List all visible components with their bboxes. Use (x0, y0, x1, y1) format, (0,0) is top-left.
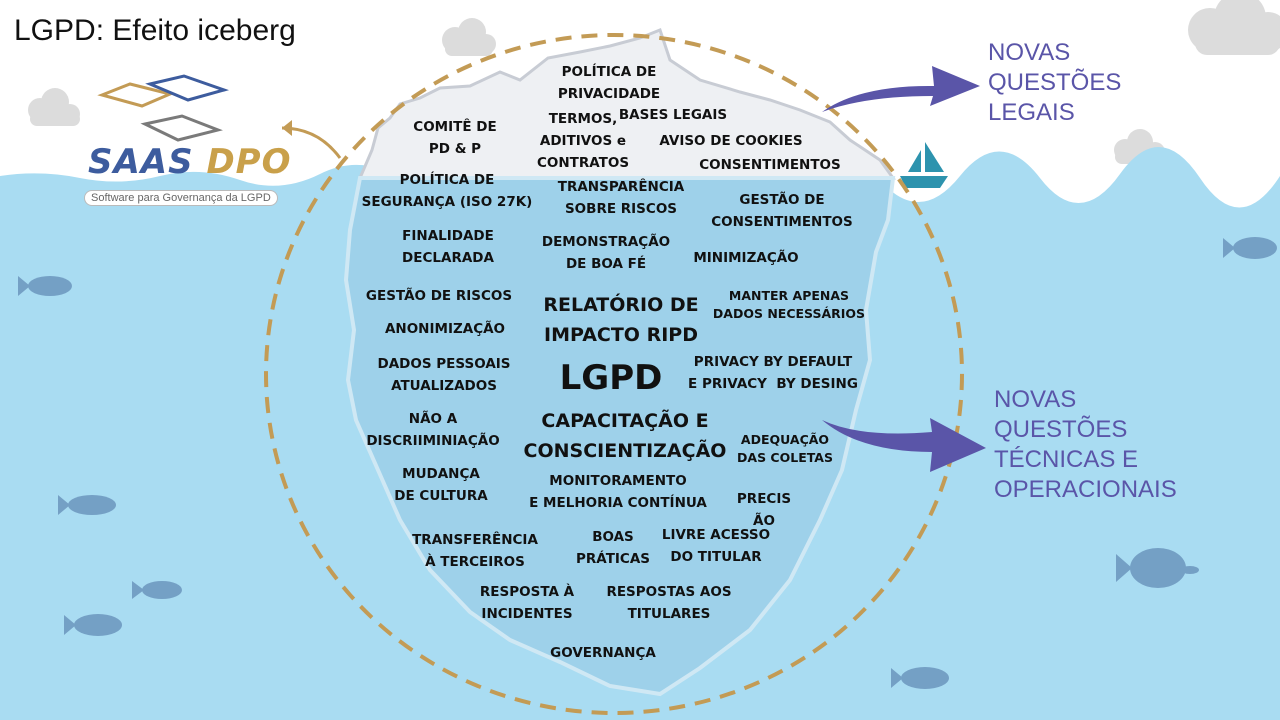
iceberg-item-respostas-titulares: RESPOSTAS AOS TITULARES (606, 584, 732, 622)
iceberg-item-boas-praticas: BOAS PRÁTICAS (576, 529, 650, 567)
iceberg-item-transferencia: TRANSFERÊNCIA À TERCEIROS (412, 532, 538, 570)
iceberg-item-nao-discriminacao: NÃO A DISCRIIMINIAÇÃO (366, 411, 500, 449)
arrow-legal-icon (822, 66, 980, 112)
iceberg-item-politica-seguranca: POLÍTICA DE SEGURANÇA (ISO 27K) (361, 172, 533, 210)
fish-icon (1116, 548, 1186, 588)
iceberg-item-minimizacao: MINIMIZAÇÃO (693, 250, 799, 266)
logo-word-dpo: DPO (206, 142, 292, 182)
iceberg-item-capacitacao: CAPACITAÇÃO E CONSCIENTIZAÇÃO (523, 410, 727, 462)
iceberg-item-bases-legais: BASES LEGAIS (618, 107, 728, 123)
iceberg-item-resposta-incidentes: RESPOSTA À INCIDENTES (479, 584, 575, 622)
iceberg-item-adequacao-coletas: ADEQUAÇÃO DAS COLETAS (737, 432, 833, 465)
iceberg-item-demonstracao: DEMONSTRAÇÃO DE BOA FÉ (541, 234, 671, 272)
iceberg-item-mudanca-cultura: MUDANÇA DE CULTURA (394, 466, 488, 504)
iceberg-item-gestao-consentimentos: GESTÃO DE CONSENTIMENTOS (711, 192, 853, 230)
iceberg-item-aviso-cookies: AVISO DE COOKIES (659, 133, 803, 149)
fish-icon (1177, 566, 1199, 574)
saas-dpo-logo: SAAS DPO Software para Governança da LGP… (80, 78, 290, 213)
fish-icon (58, 495, 116, 515)
iceberg-item-manter-dados: MANTER APENAS DADOS NECESSÁRIOS (712, 288, 866, 321)
iceberg-item-livre-acesso: LIVRE ACESSO DO TITULAR (661, 527, 771, 565)
iceberg-item-privacy-by-default: PRIVACY BY DEFAULT E PRIVACY BY DESING (688, 354, 858, 392)
fish-icon (18, 276, 72, 296)
fish-icon (64, 614, 122, 636)
fish-icon (132, 581, 182, 599)
iceberg-item-gestao-riscos: GESTÃO DE RISCOS (365, 288, 513, 304)
iceberg-item-relatorio-impacto: RELATÓRIO DE IMPACTO RIPD (543, 294, 699, 346)
arrow-technical-icon (822, 418, 986, 472)
dashed-circle (264, 33, 964, 715)
iceberg-item-precisao: PRECIS ÃO (736, 491, 792, 529)
cloud-icon (1188, 0, 1280, 55)
logo-word-saas: SAAS (88, 142, 194, 182)
logo-tagline: Software para Governança da LGPD (84, 190, 278, 206)
iceberg-item-transparencia: TRANSPARÊNCIA SOBRE RISCOS (557, 179, 685, 217)
iceberg-item-termos: TERMOS, ADITIVOS e CONTRATOS (536, 111, 630, 171)
cloud-icon (442, 18, 496, 56)
iceberg-item-lgpd: LGPD (559, 358, 663, 398)
iceberg-item-comite: COMITÊ DE PD & P (413, 119, 497, 157)
iceberg-item-consentimentos: CONSENTIMENTOS (699, 157, 841, 173)
iceberg-item-finalidade: FINALIDADE DECLARADA (402, 228, 494, 266)
iceberg-item-governanca: GOVERNANÇA (550, 645, 656, 661)
logo-wordmark: SAAS DPO (88, 142, 292, 182)
iceberg-item-anonimizacao: ANONIMIZAÇÃO (384, 321, 506, 337)
legal-questions-label: NOVAS QUESTÕES LEGAIS (988, 39, 1122, 126)
fish-icon (891, 667, 949, 689)
fishes (18, 237, 1277, 689)
logo-mark (97, 74, 230, 142)
cloud-icon (28, 88, 80, 126)
arrows (822, 66, 986, 472)
technical-questions-label: NOVAS QUESTÕES TÉCNICAS E OPERACIONAIS (994, 386, 1177, 503)
iceberg-item-dados-atualizados: DADOS PESSOAIS ATUALIZADOS (377, 356, 511, 394)
iceberg-item-monitoramento: MONITORAMENTO E MELHORIA CONTÍNUA (529, 473, 707, 511)
page-title: LGPD: Efeito iceberg (14, 14, 296, 47)
fish-icon (1223, 237, 1277, 259)
iceberg-bottom (343, 176, 896, 697)
sailboat-icon (900, 142, 948, 188)
iceberg-top (357, 28, 896, 180)
iceberg-item-politica-privacidade: POLÍTICA DE PRIVACIDADE (557, 64, 661, 102)
